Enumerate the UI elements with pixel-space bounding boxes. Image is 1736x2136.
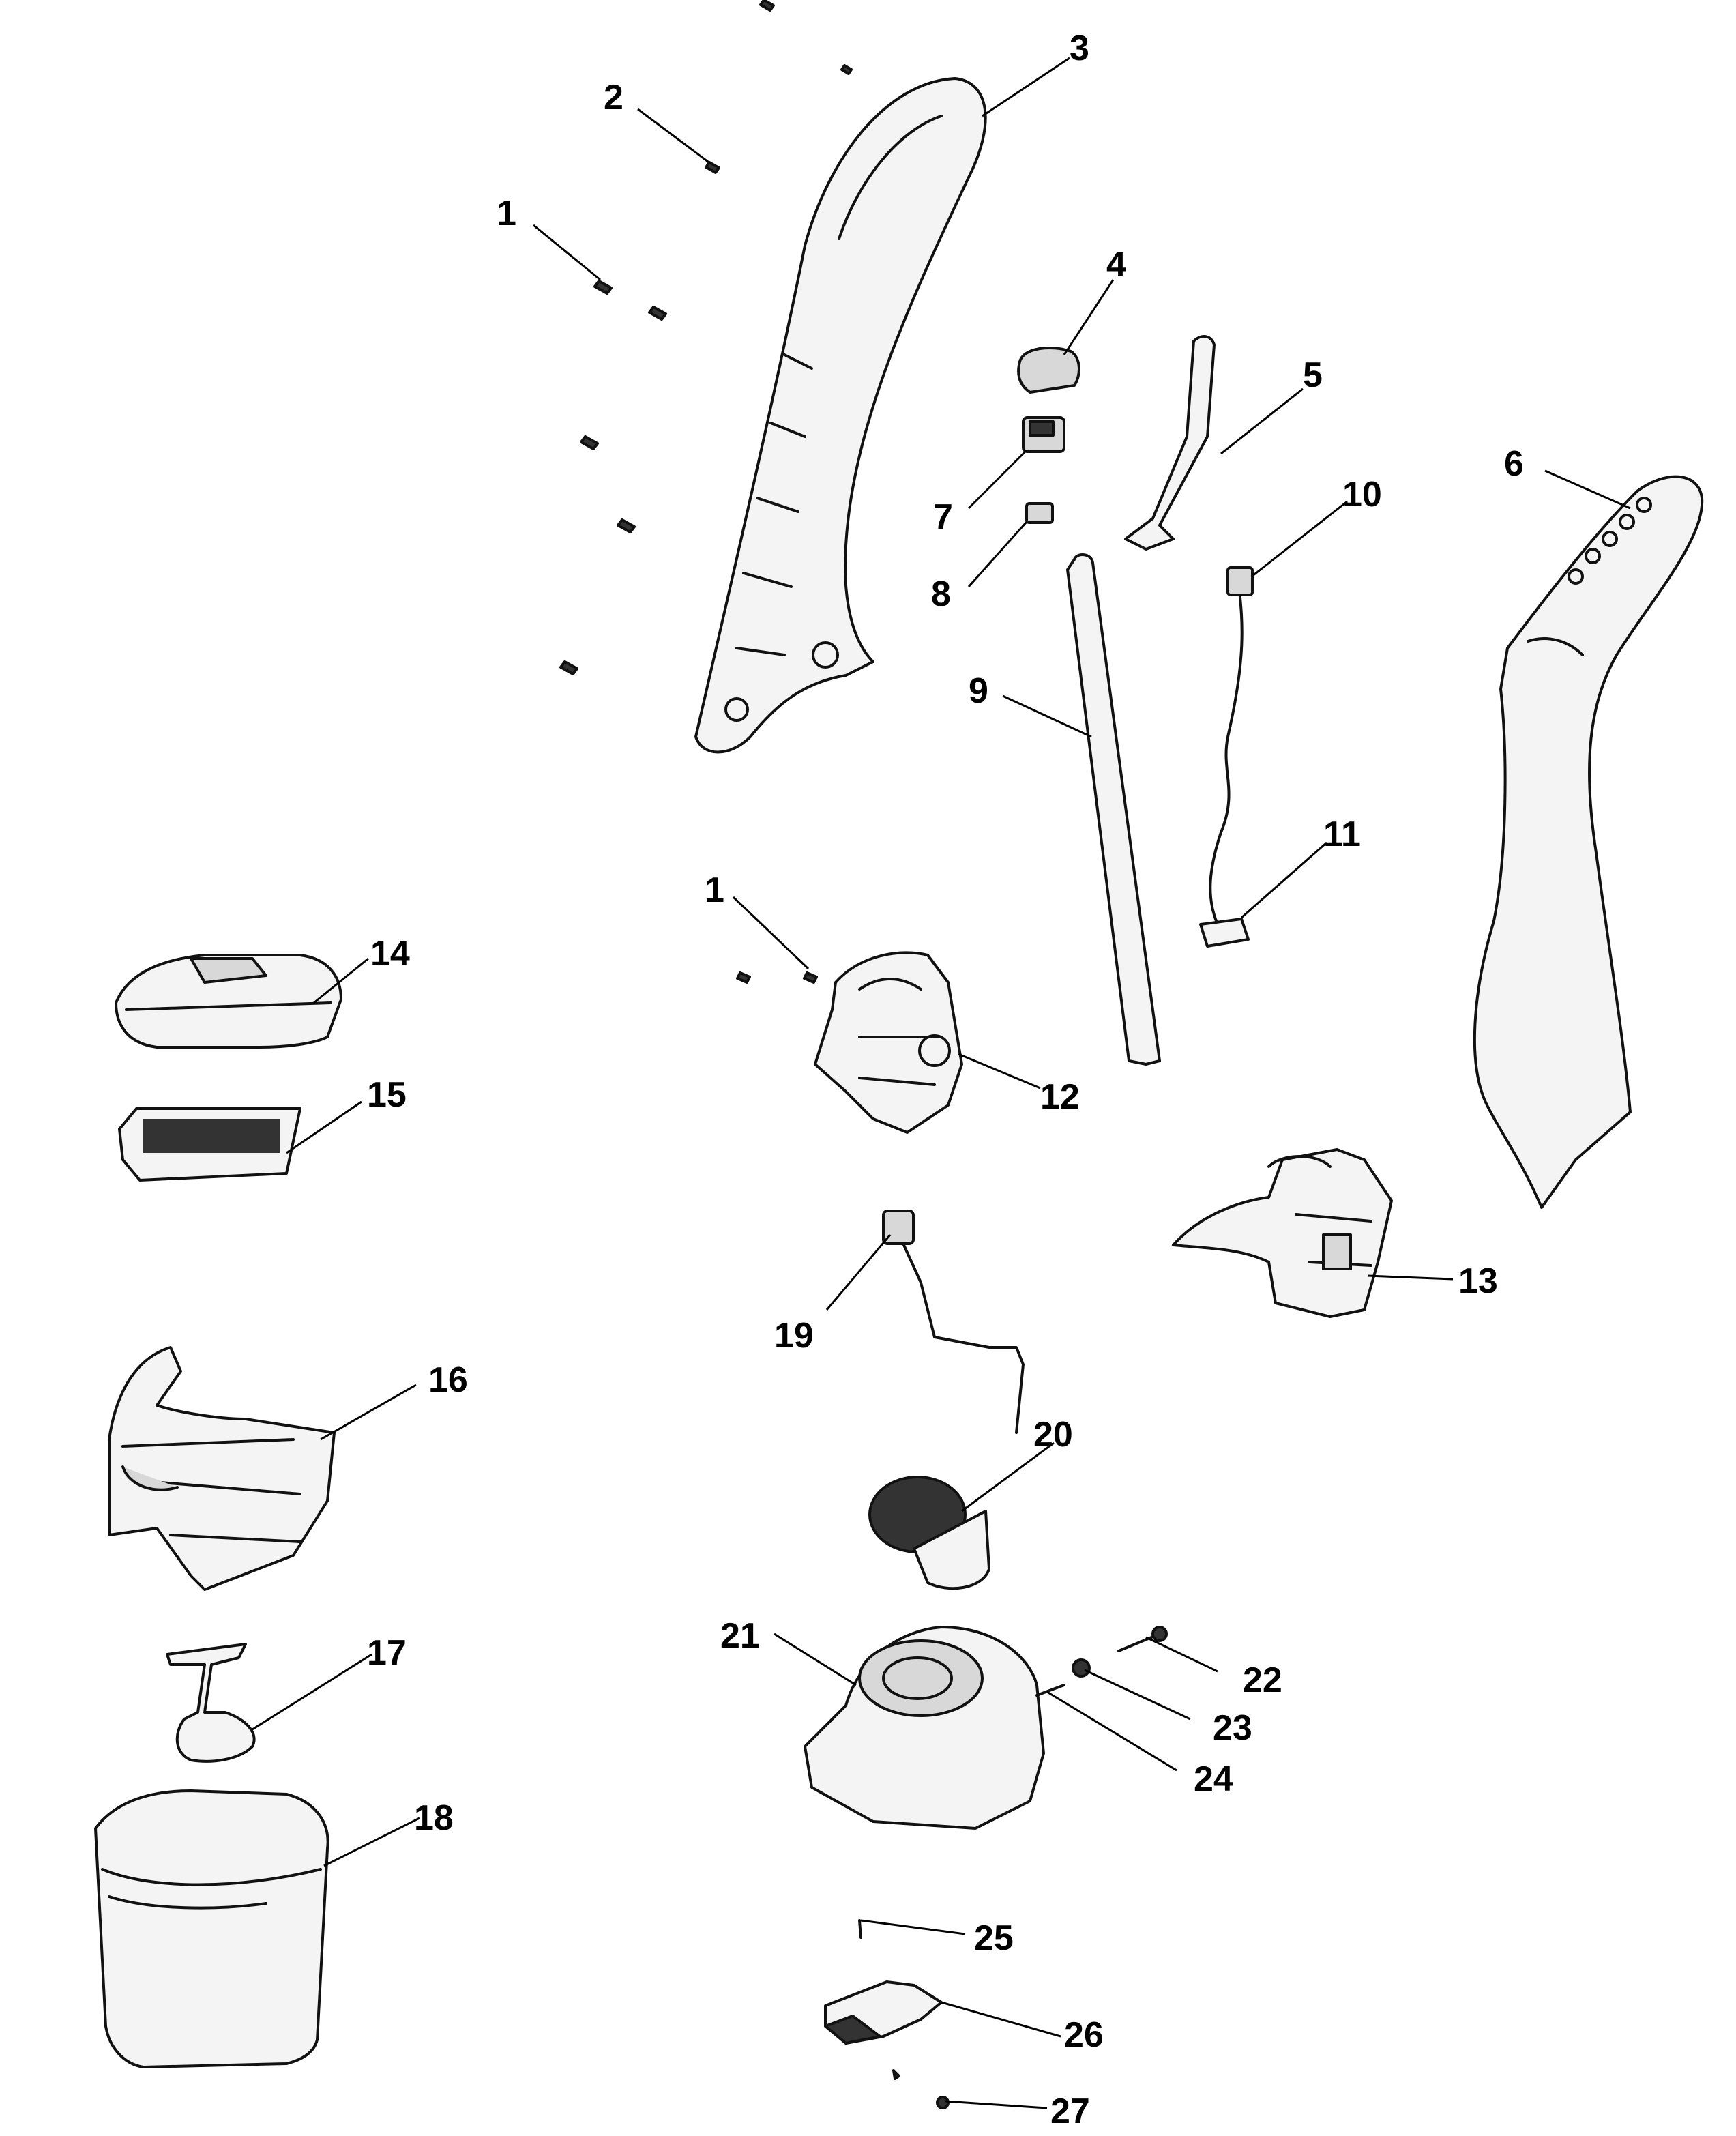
part-tank-top: [804, 1626, 1045, 1830]
callout-25: 25: [974, 1918, 1014, 1958]
callout-15: 15: [367, 1075, 407, 1115]
callout-20: 20: [1033, 1415, 1073, 1454]
callout-4: 4: [1106, 245, 1126, 284]
callout-9: 9: [969, 671, 988, 711]
part-small-hardware: [1035, 1626, 1168, 1697]
part-handle-rear-housing: [694, 77, 987, 754]
part-spring-pin: [858, 1919, 862, 1939]
callout-labels: 1 2 3 4 5 6 7 8 9 10 11 1 12 13 14 15 16…: [367, 29, 1524, 2131]
leader-lines: [252, 57, 1631, 2109]
callout-7: 7: [933, 497, 953, 537]
callout-26: 26: [1064, 2015, 1104, 2055]
part-dirt-cup-housing: [108, 1346, 336, 1591]
part-tank-base-module: [1172, 1148, 1393, 1318]
part-tank-cap: [868, 1476, 990, 1590]
part-latch: [824, 1980, 943, 2045]
callout-13: 13: [1458, 1261, 1498, 1301]
callout-10: 10: [1342, 475, 1382, 514]
part-separator: [166, 1643, 256, 1763]
part-hose-assembly: [1199, 566, 1254, 948]
callout-2: 2: [604, 78, 623, 117]
callout-12: 12: [1040, 1077, 1080, 1117]
callout-14: 14: [370, 934, 410, 974]
part-switch: [1022, 416, 1065, 453]
callout-11: 11: [1323, 815, 1361, 854]
part-pump-bracket: [736, 951, 963, 1134]
callout-19: 19: [774, 1316, 814, 1356]
part-handle-front-cover: [1473, 475, 1704, 1209]
callout-16: 16: [428, 1360, 468, 1400]
callout-1-lower: 1: [705, 871, 724, 910]
part-pickup-tube: [882, 1210, 1025, 1434]
callout-18: 18: [414, 1798, 454, 1838]
part-screws-upper: [559, 0, 853, 675]
part-filter-cover: [115, 954, 342, 1049]
callout-6: 6: [1504, 444, 1524, 484]
callout-17: 17: [367, 1633, 407, 1673]
part-wand-tube: [1066, 553, 1161, 1066]
callout-1: 1: [497, 194, 516, 233]
callout-3: 3: [1070, 29, 1089, 68]
callout-23: 23: [1213, 1708, 1252, 1748]
callout-8: 8: [931, 574, 951, 614]
callout-21: 21: [720, 1616, 760, 1656]
part-latch-hardware: [892, 2069, 950, 2109]
callout-27: 27: [1050, 2092, 1090, 2131]
callout-22: 22: [1243, 1660, 1282, 1700]
part-button-cap: [1017, 347, 1080, 394]
part-filter: [118, 1107, 301, 1182]
part-dirt-cup: [94, 1789, 329, 2068]
part-release-lever: [1124, 335, 1216, 551]
part-small-clip: [1025, 502, 1054, 524]
callout-24: 24: [1194, 1759, 1233, 1799]
callout-5: 5: [1303, 355, 1323, 395]
